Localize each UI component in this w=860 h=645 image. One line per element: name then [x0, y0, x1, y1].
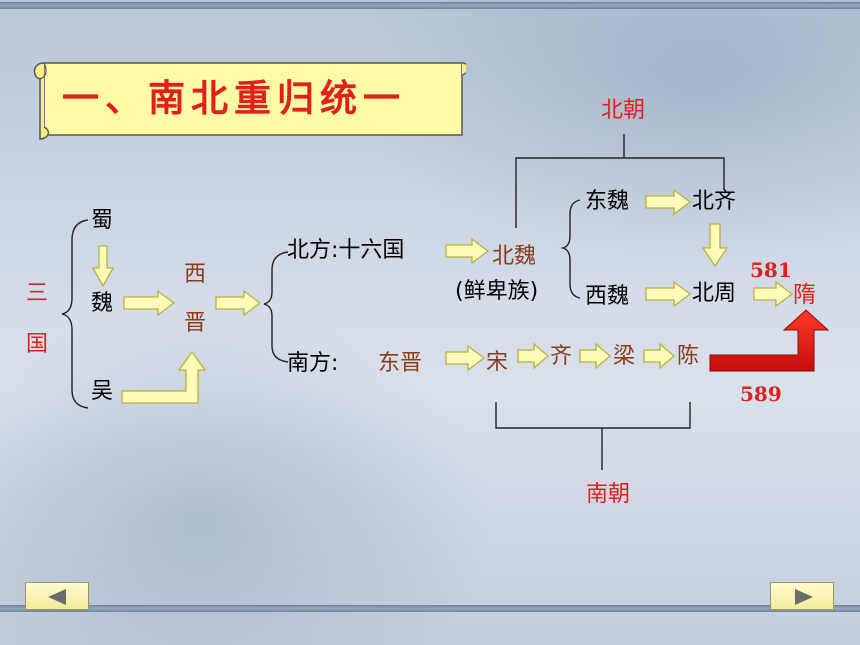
liang-dynasty: 梁	[613, 344, 636, 369]
northern-zhou: 北周	[692, 281, 737, 306]
song-dynasty: 宋	[486, 350, 509, 375]
western-jin-char-1: 西	[184, 262, 207, 287]
arrow-eastern-jin-to-song	[445, 344, 486, 372]
arrow-song-to-qi	[517, 342, 549, 370]
eastern-jin: 东晋	[378, 351, 423, 376]
arrow-sixteen-to-wei	[445, 237, 490, 265]
southern-dynasties-bracket	[495, 402, 691, 470]
title-scroll-banner	[33, 62, 466, 140]
northern-wei: 北魏	[492, 244, 537, 269]
prev-slide-button[interactable]	[25, 582, 89, 610]
year-589: 589	[740, 382, 782, 406]
northern-wei-note: (鲜卑族)	[455, 279, 539, 304]
top-border-bar	[0, 2, 860, 9]
year-581: 581	[750, 258, 792, 282]
arrow-wei-to-jin	[123, 289, 176, 317]
northern-qi: 北齐	[692, 189, 737, 214]
state-shu: 蜀	[91, 208, 114, 233]
arrow-chen-to-sui	[709, 309, 830, 372]
northern-dynasties-label: 北朝	[601, 98, 646, 123]
arrow-qi-to-liang	[579, 342, 611, 370]
southern-dynasties-label: 南朝	[586, 482, 631, 507]
three-kingdoms-brace	[61, 219, 89, 409]
arrow-qi-to-zhou	[701, 223, 729, 268]
arrow-shu-to-wei	[91, 245, 115, 288]
arrow-jin-to-split	[215, 289, 262, 317]
state-wei: 魏	[91, 291, 114, 316]
right-triangle-icon	[795, 589, 813, 605]
three-kingdoms-label-2: 国	[26, 332, 49, 357]
northern-dynasties-bracket	[515, 134, 725, 228]
north-south-brace	[263, 251, 289, 363]
sui-dynasty: 隋	[793, 282, 816, 308]
south-heading: 南方:	[287, 351, 339, 376]
chen-dynasty: 陈	[677, 344, 700, 369]
arrow-wu-to-jin	[121, 350, 207, 404]
left-triangle-icon	[48, 589, 66, 605]
northern-wei-brace	[560, 199, 581, 299]
bottom-border-bar	[0, 605, 860, 612]
western-jin-char-2: 晋	[184, 311, 207, 336]
western-wei: 西魏	[585, 284, 630, 309]
state-wu: 吴	[91, 379, 114, 404]
eastern-wei: 东魏	[585, 189, 630, 214]
qi-dynasty: 齐	[550, 344, 573, 369]
arrow-liang-to-chen	[643, 342, 675, 370]
three-kingdoms-label-1: 三	[26, 281, 49, 306]
arrow-western-wei-to-zhou	[645, 280, 692, 308]
north-heading: 北方:十六国	[287, 238, 405, 263]
page-title: 一、南北重归统一	[62, 77, 406, 120]
arrow-zhou-to-sui	[753, 280, 794, 308]
arrow-eastern-wei-to-qi	[645, 188, 692, 216]
next-slide-button[interactable]	[770, 582, 834, 610]
